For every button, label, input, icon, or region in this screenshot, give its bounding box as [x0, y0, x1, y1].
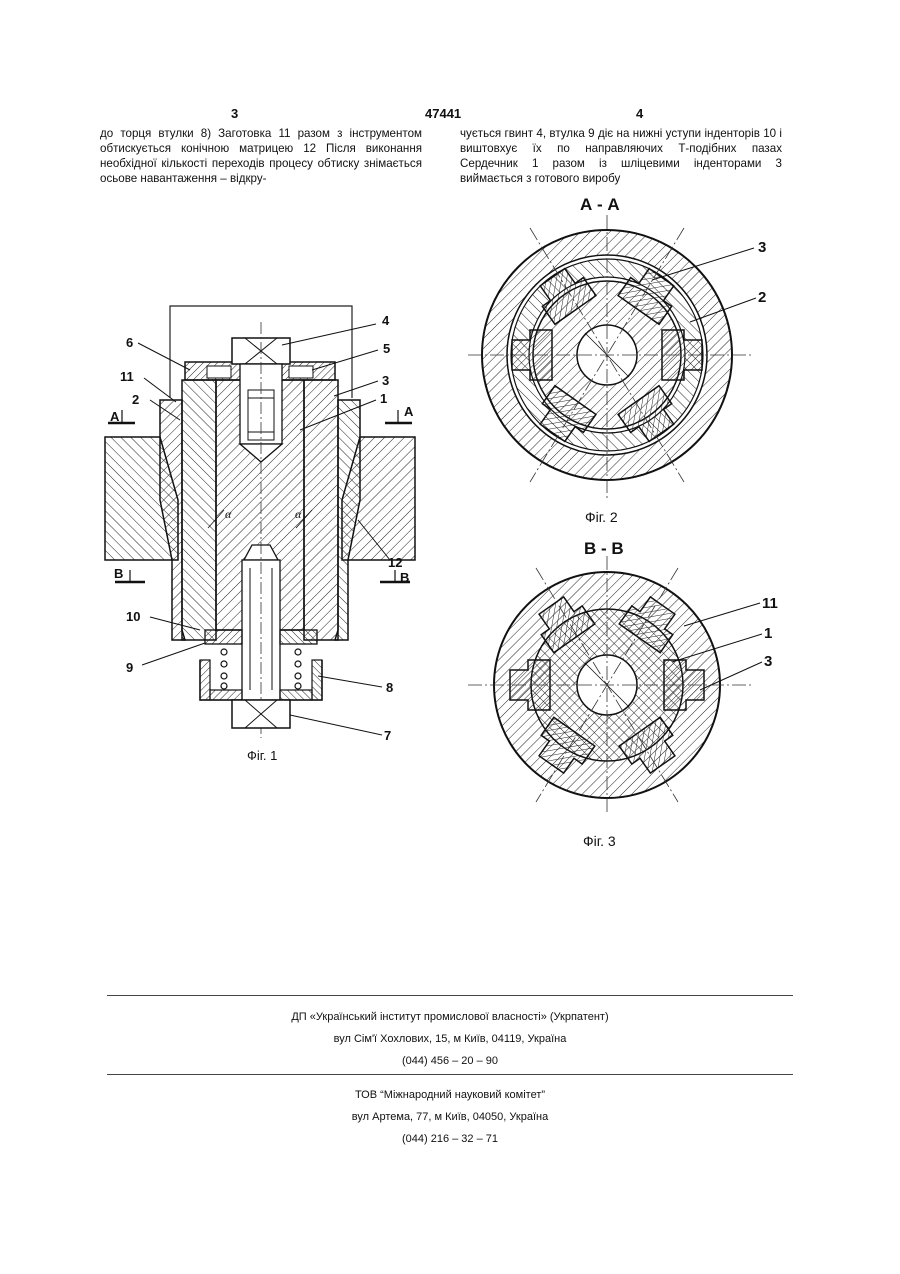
fig1-label-1: 1 [380, 391, 387, 406]
fig1-label-2: 2 [132, 392, 139, 407]
footer-ukrpatent: ДП «Український інститут промислової вла… [107, 1006, 793, 1072]
footer-committee: ТОВ “Міжнародний науковий комітет” вул А… [107, 1084, 793, 1150]
fig1-label-6: 6 [126, 335, 133, 350]
sleeve-9-right [280, 630, 317, 644]
fig2-label-2: 2 [758, 289, 766, 306]
fig3-label-3: 3 [764, 653, 772, 670]
alpha-left: α [225, 507, 232, 521]
fig1-caption: Фіг. 1 [247, 748, 277, 763]
fig2-caption: Фіг. 2 [585, 509, 618, 525]
fig3-title: В - В [584, 539, 624, 558]
alpha-right: α [295, 507, 302, 521]
footer-org1-line1: ДП «Український інститут промислової вла… [107, 1006, 793, 1028]
figure-1: 4 5 3 1 6 11 2 12 10 9 8 7 A A B B α α Ф… [105, 306, 415, 763]
fig1-label-5: 5 [383, 341, 390, 356]
footer-org2-line3: (044) 216 – 32 – 71 [107, 1128, 793, 1150]
fig1-label-8: 8 [386, 680, 393, 695]
sleeve-8-left [200, 660, 210, 700]
indentor-right [304, 380, 338, 640]
footer-divider-top [107, 995, 793, 996]
fig1-label-10: 10 [126, 609, 140, 624]
footer-org2-line1: ТОВ “Міжнародний науковий комітет” [107, 1084, 793, 1106]
section-a-right: A [404, 404, 414, 419]
fig1-label-12: 12 [388, 555, 402, 570]
indentor-left [182, 380, 216, 640]
sleeve-8-right [312, 660, 322, 700]
footer-divider-bottom [107, 1074, 793, 1075]
footer-org1-line2: вул Сім'ї Хохлових, 15, м Київ, 04119, У… [107, 1028, 793, 1050]
fig3-caption: Фіг. 3 [583, 833, 616, 849]
fig1-label-4: 4 [382, 313, 390, 328]
sleeve-9-left [205, 630, 242, 644]
fig3-label-11: 11 [762, 595, 778, 612]
fig1-label-9: 9 [126, 660, 133, 675]
figure-2: А - А [468, 195, 766, 525]
fig2-title: А - А [580, 195, 620, 214]
fig3-label-1: 1 [764, 625, 772, 642]
fig1-label-3: 3 [382, 373, 389, 388]
fig1-label-7: 7 [384, 728, 391, 743]
fig1-label-11: 11 [120, 369, 134, 384]
section-a-left: A [110, 409, 120, 424]
figure-3: В - В 11 1 3 Фіг. 3 [468, 539, 778, 849]
footer-org1-line3: (044) 456 – 20 – 90 [107, 1050, 793, 1072]
patent-drawings: 4 5 3 1 6 11 2 12 10 9 8 7 A A B B α α Ф… [0, 0, 900, 900]
section-b-left: B [114, 566, 123, 581]
section-b-right: B [400, 570, 409, 585]
fig2-label-3: 3 [758, 239, 766, 256]
footer-org2-line2: вул Артема, 77, м Київ, 04050, Україна [107, 1106, 793, 1128]
